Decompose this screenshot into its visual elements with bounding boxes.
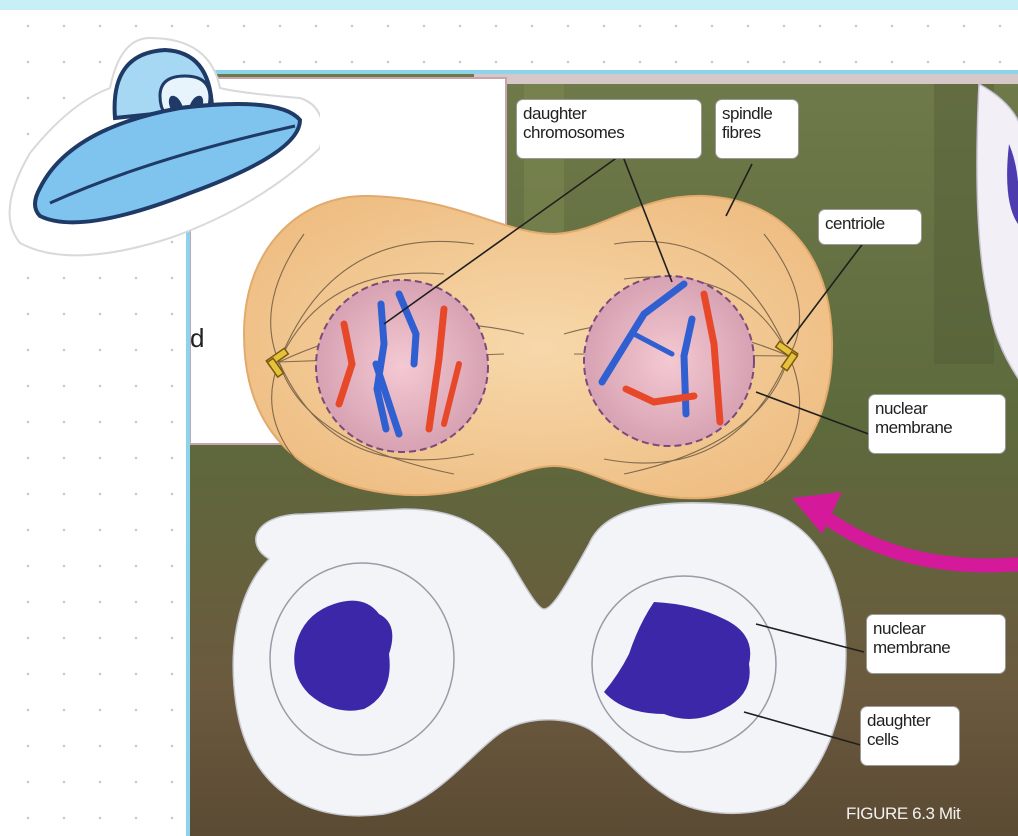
- label-centriole: centriole: [818, 209, 922, 245]
- label-daughter-cells: daughter cells: [860, 706, 960, 766]
- label-spindle-fibres: spindle fibres: [715, 99, 799, 159]
- dividing-cell-illustration: [244, 196, 832, 498]
- figure-caption: FIGURE 6.3 Mit: [846, 804, 960, 824]
- right-nucleus: [584, 276, 754, 446]
- label-nuclear-membrane-bottom: nuclear membrane: [866, 614, 1006, 674]
- label-nuclear-membrane-top: nuclear membrane: [868, 394, 1006, 454]
- partial-text: d: [190, 323, 204, 354]
- label-daughter-chromosomes: daughter chromosomes: [516, 99, 702, 159]
- ufo-alien-sticker-icon: [0, 8, 320, 270]
